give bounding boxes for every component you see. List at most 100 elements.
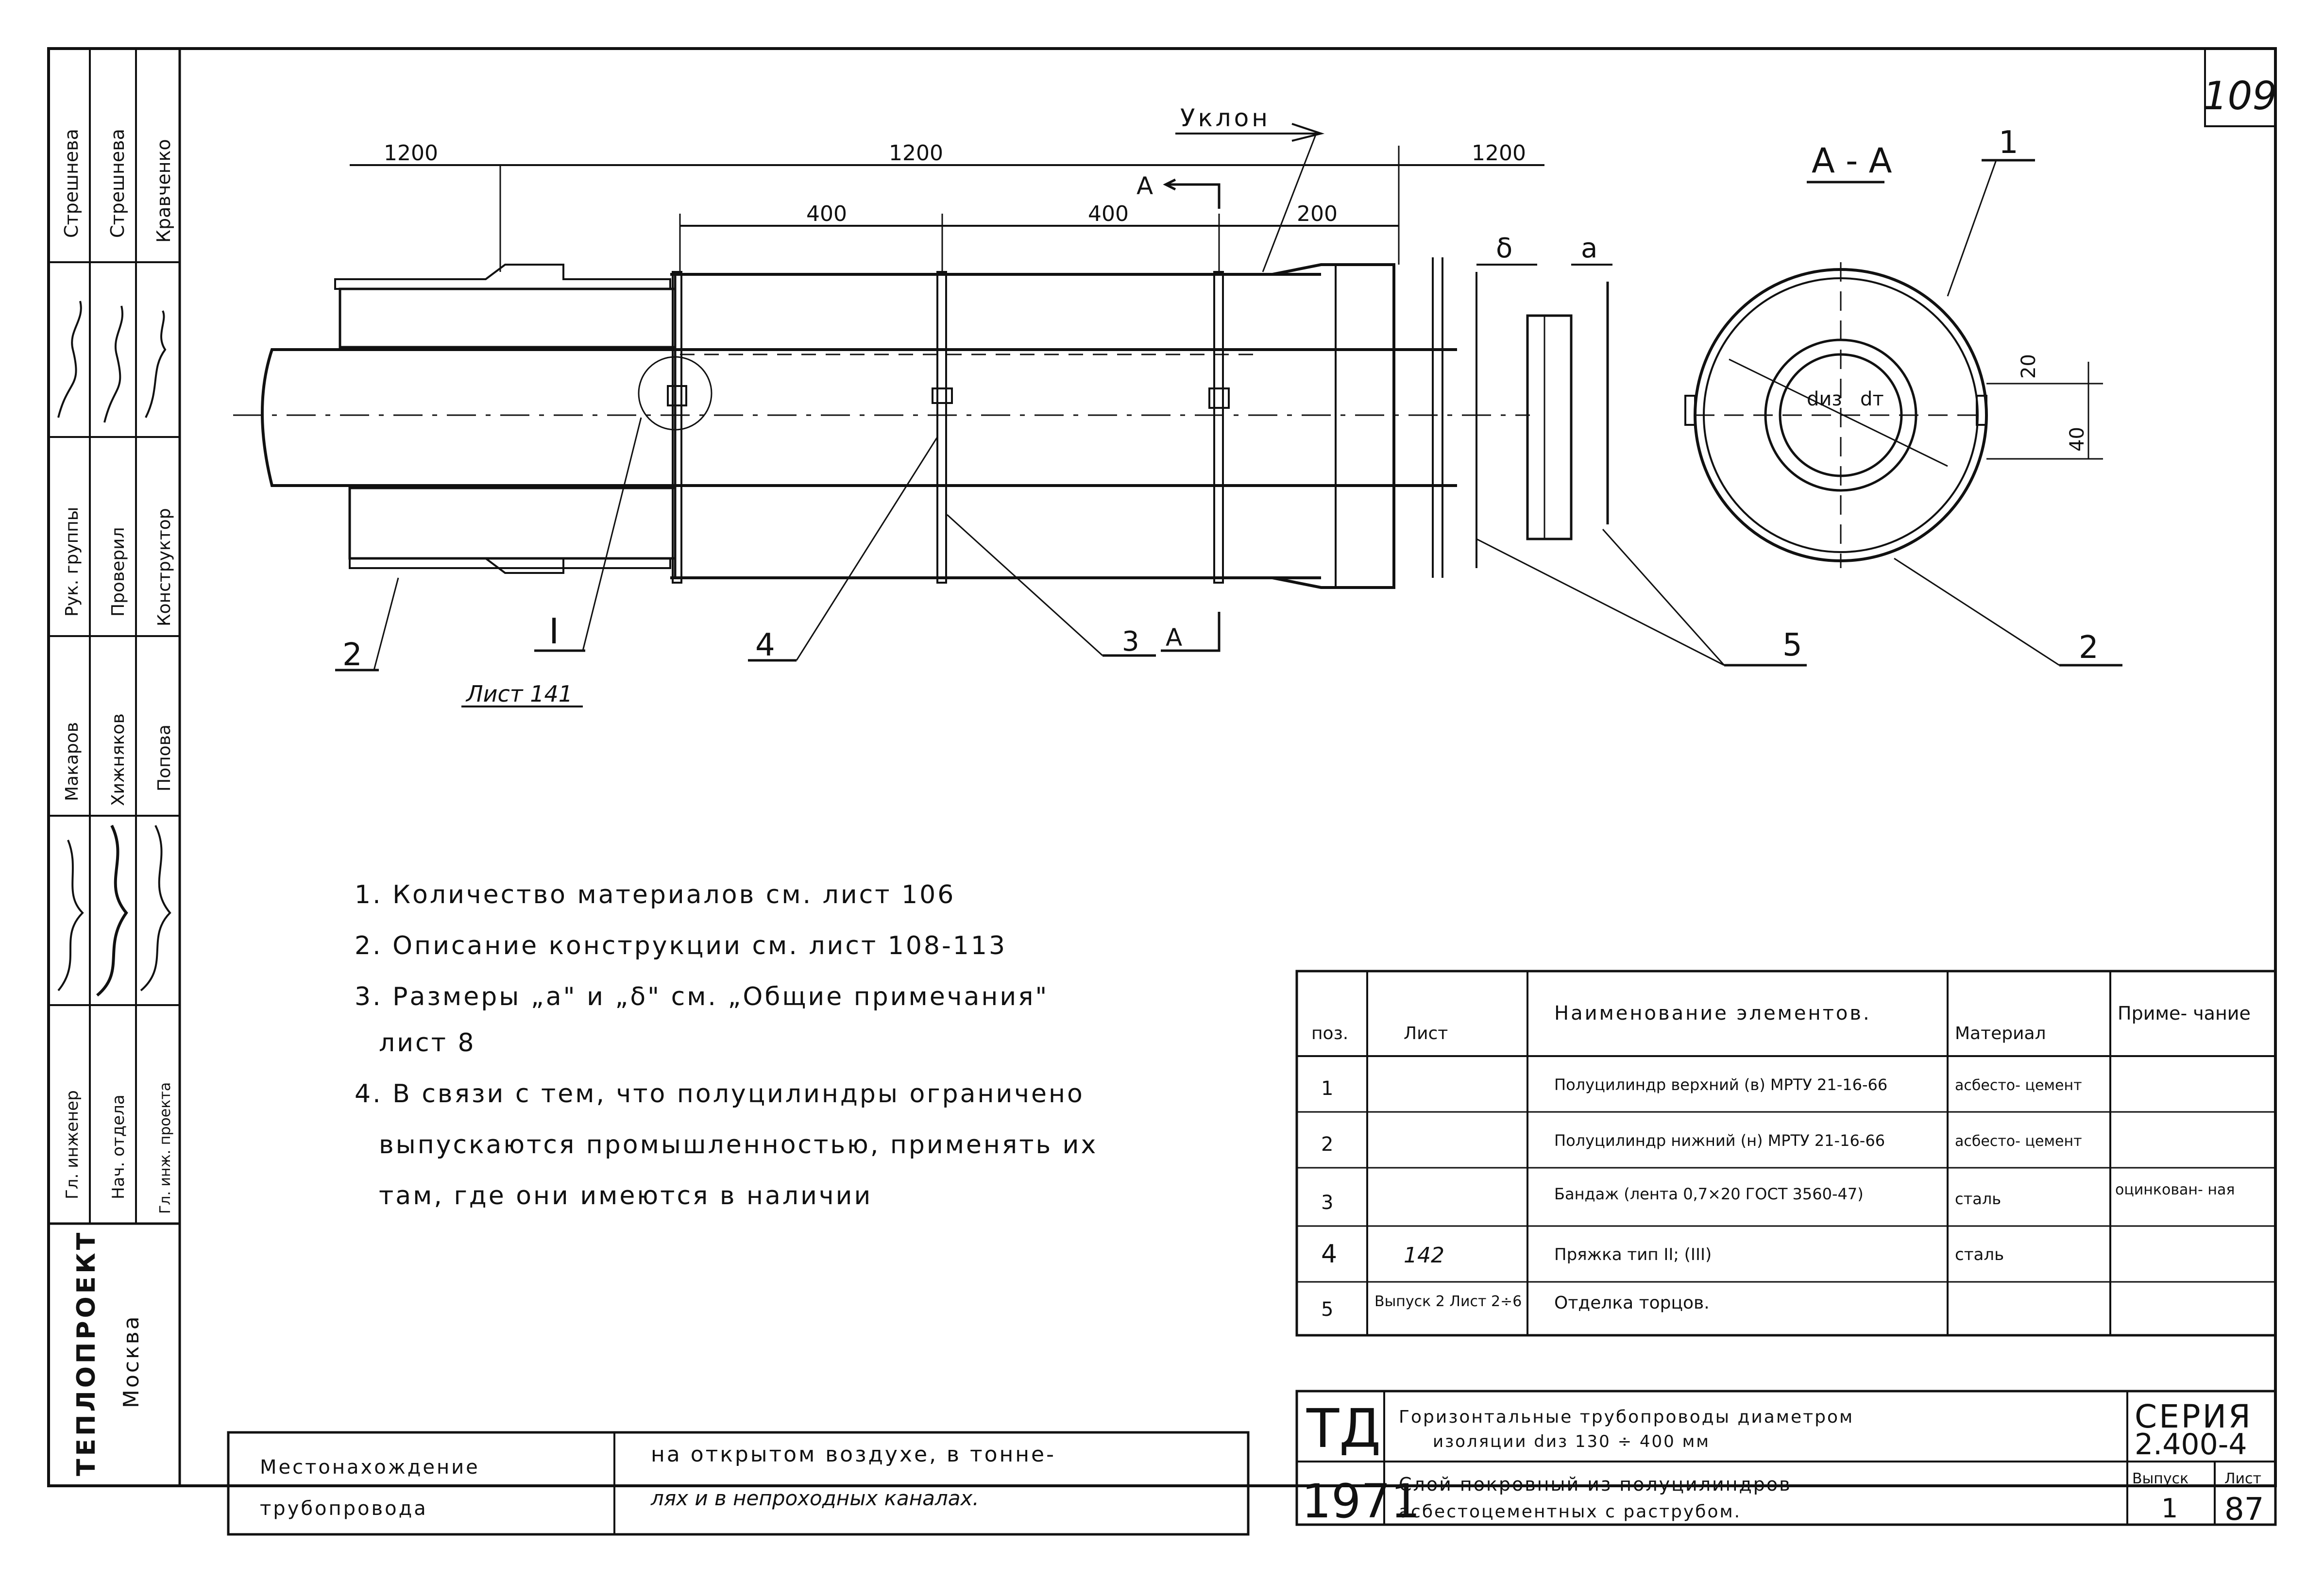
location-value-2: лях и в непроходных каналах. [650, 1486, 979, 1510]
section-mark-top: А [1137, 172, 1153, 200]
svg-text:2: 2 [1321, 1133, 1333, 1156]
pos-2-callout: 2 [342, 637, 362, 673]
section-a-a: А - А dиз dт 20 40 1 2 [1684, 125, 2122, 667]
th-name: Наименование элементов. [1554, 1002, 1871, 1025]
section-dim-40: 40 [2066, 427, 2088, 452]
table-row: 5 Выпуск 2 Лист 2÷6 Отделка торцов. [1321, 1293, 1710, 1321]
buckle-2 [932, 387, 953, 404]
tb-subtitle-2: асбестоцементных с раструбом. [1399, 1502, 1741, 1522]
svg-text:5: 5 [1321, 1298, 1333, 1321]
th-note: Приме- чание [2118, 1003, 2251, 1024]
buckle-3 [1208, 387, 1230, 409]
note-3: 3. Размеры „a" и „δ" см. „Общие примечан… [355, 982, 1049, 1011]
tb-sheet-value: 87 [2224, 1492, 2264, 1528]
pos-3-callout: 3 [1122, 626, 1139, 657]
notes-block: 1. Количество материалов см. лист 106 2.… [355, 880, 1098, 1210]
svg-text:Отделка торцов.: Отделка торцов. [1554, 1293, 1710, 1313]
strip-role-4: Гл. инженер [63, 1090, 82, 1199]
strip-name-6: Попова [154, 724, 174, 791]
dim-200: 200 [1297, 202, 1338, 226]
dim-left: 1200 [384, 141, 438, 166]
table-row: 1 Полуцилиндр верхний (в) МРТУ 21-16-66 … [1321, 1076, 2082, 1100]
tb-code: ТД [1306, 1397, 1381, 1460]
svg-text:Полуцилиндр верхний (в) МРТУ 2: Полуцилиндр верхний (в) МРТУ 21-16-66 [1554, 1076, 1887, 1094]
note-1: 1. Количество материалов см. лист 106 [355, 880, 955, 909]
strip-role-5: Нач. отдела [109, 1094, 128, 1199]
signature-3 [145, 310, 167, 418]
note-4-cont-2: там, где они имеются в наличии [379, 1181, 872, 1210]
sheet-corner-number: 109 [2203, 73, 2277, 118]
tb-sheet-label: Лист [2224, 1470, 2261, 1487]
section-title: А - А [1812, 141, 1892, 181]
shell-bottom-left [349, 557, 671, 574]
svg-text:142: 142 [1404, 1243, 1444, 1268]
signature-5 [96, 824, 128, 997]
bell-end [1272, 263, 1395, 589]
delta-label: δ [1496, 233, 1512, 264]
left-title-strip: ТЕПЛОПРОЕКТ Москва Стрешнева Стрешнева К… [57, 129, 174, 1476]
section-dt-label: dт [1860, 388, 1884, 410]
tb-subtitle-1: Слой покровный из полуцилиндров [1399, 1474, 1792, 1495]
insulation-bottom [348, 487, 677, 560]
pipe-elevation: 1200 1200 1200 400 400 200 δ a Уклон А А… [233, 104, 1807, 707]
svg-text:Пряжка тип II; (III): Пряжка тип II; (III) [1554, 1245, 1712, 1264]
note-4: 4. В связи с тем, что полуцилиндры огран… [355, 1079, 1085, 1109]
svg-text:сталь: сталь [1955, 1245, 2004, 1264]
strip-name-1: Стрешнева [61, 129, 82, 238]
svg-text:асбесто- цемент: асбесто- цемент [1955, 1077, 2082, 1094]
svg-text:3: 3 [1321, 1192, 1333, 1214]
pos-5-callout: 5 [1782, 627, 1802, 663]
strip-city: Москва [119, 1314, 144, 1408]
note-3-cont: лист 8 [379, 1028, 476, 1058]
slope-arrow [1175, 123, 1325, 142]
strip-name-3: Кравченко [153, 139, 174, 243]
detail-callout: I [549, 611, 559, 652]
svg-text:асбесто- цемент: асбесто- цемент [1955, 1133, 2082, 1150]
section-mark-bottom: А [1166, 623, 1182, 652]
th-material: Материал [1955, 1024, 2046, 1043]
tb-series-label: СЕРИЯ [2135, 1398, 2253, 1435]
svg-text:Бандаж (лента 0,7×20 ГОСТ 3560: Бандаж (лента 0,7×20 ГОСТ 3560-47) [1554, 1185, 1864, 1203]
tb-title-2: изоляции dиз 130 ÷ 400 мм [1433, 1432, 1710, 1451]
detail-circle [638, 356, 712, 431]
section-pos-2: 2 [2079, 630, 2099, 666]
svg-text:1: 1 [1321, 1077, 1333, 1100]
buckle-1 [667, 385, 687, 406]
th-pos: поз. [1311, 1024, 1348, 1043]
strip-role-6: Гл. инж. проекта [157, 1082, 174, 1214]
a-label: a [1581, 233, 1597, 264]
tb-issue-label: Выпуск [2132, 1470, 2188, 1487]
location-label-1: Местонахождение [260, 1456, 480, 1479]
location-value-1: на открытом воздухе, в тонне- [651, 1442, 1056, 1467]
th-sheet: Лист [1404, 1024, 1448, 1043]
spec-table: поз. Лист Наименование элементов. Матери… [1295, 970, 2277, 1337]
svg-text:оцинкован- ная: оцинкован- ная [2115, 1181, 2235, 1198]
svg-text:4: 4 [1321, 1240, 1337, 1269]
dim-400-b: 400 [1088, 202, 1129, 226]
strip-name-2: Стрешнева [107, 129, 128, 238]
sheet-frame [47, 47, 2277, 1487]
tb-title-1: Горизонтальные трубопроводы диаметром [1399, 1407, 1854, 1427]
dim-right: 1200 [1472, 141, 1526, 166]
band-1 [672, 271, 682, 584]
signature-6 [140, 825, 171, 992]
signature-4 [57, 840, 84, 992]
tb-year: 1971 [1302, 1474, 1420, 1529]
strip-role-1: Рук. группы [62, 507, 82, 617]
strip-role-3: Конструктор [154, 508, 174, 626]
note-2: 2. Описание конструкции см. лист 108-113 [355, 931, 1007, 960]
section-pos-1: 1 [1999, 125, 2019, 161]
svg-text:Полуцилиндр нижний (н) МРТУ 21: Полуцилиндр нижний (н) МРТУ 21-16-66 [1554, 1131, 1885, 1150]
note-4-cont-1: выпускаются промышленностью, применять и… [379, 1130, 1098, 1160]
section-diz-label: dиз [1807, 388, 1842, 410]
strip-name-4: Макаров [62, 722, 82, 801]
table-row: 2 Полуцилиндр нижний (н) МРТУ 21-16-66 а… [1321, 1131, 2082, 1156]
dim-mid: 1200 [889, 141, 943, 166]
table-row: 4 142 Пряжка тип II; (III) сталь [1321, 1240, 2004, 1269]
shell-top-left [334, 264, 671, 290]
strip-org: ТЕПЛОПРОЕКТ [72, 1230, 101, 1476]
sheet-ref: Лист 141 [465, 681, 573, 707]
location-label-2: трубопровода [260, 1497, 428, 1520]
title-block: ТД 1971 Горизонтальные трубопроводы диам… [1295, 1390, 2277, 1529]
